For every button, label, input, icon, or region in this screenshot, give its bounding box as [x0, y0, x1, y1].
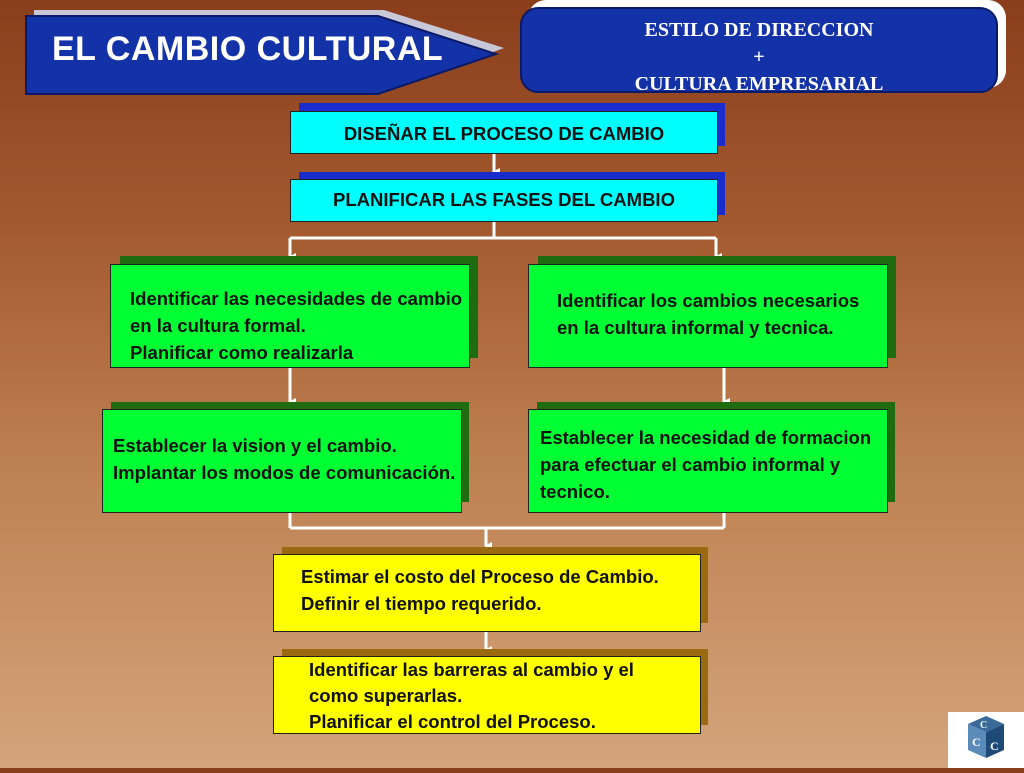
vision-box: Establecer la vision y el cambio. Implan…: [102, 409, 462, 513]
formal-culture-box: Identificar las necesidades de cambio en…: [110, 264, 470, 368]
header-line-2: +: [753, 46, 765, 68]
logo-panel: C C C: [948, 712, 1024, 768]
informal-culture-box: Identificar los cambios necesarios en la…: [528, 264, 888, 368]
training-line-2: para efectuar el cambio informal y: [540, 454, 841, 475]
informal-line-1: Identificar los cambios necesarios: [557, 290, 860, 311]
training-line-1: Establecer la necesidad de formacion: [540, 427, 872, 448]
barriers-line-2: como superarlas.: [309, 685, 463, 706]
design-step-box: DISEÑAR EL PROCESO DE CAMBIO: [290, 111, 718, 154]
training-line-3: tecnico.: [540, 481, 610, 502]
formal-line-3: Planificar como realizarla: [130, 342, 354, 363]
barriers-line-3: Planificar el control del Proceso.: [309, 711, 596, 732]
header-line-3: CULTURA EMPRESARIAL: [634, 73, 884, 95]
svg-text:C: C: [972, 735, 981, 749]
training-box: Establecer la necesidad de formacion par…: [528, 409, 888, 513]
svg-text:C: C: [980, 720, 987, 731]
header-box: ESTILO DE DIRECCION + CULTURA EMPRESARIA…: [520, 7, 998, 95]
formal-line-2: en la cultura formal.: [130, 315, 306, 336]
design-step-label: DISEÑAR EL PROCESO DE CAMBIO: [343, 123, 665, 144]
informal-line-2: en la cultura informal y tecnica.: [557, 317, 834, 338]
svg-text:C: C: [990, 739, 999, 753]
cost-line-1: Estimar el costo del Proceso de Cambio.: [301, 566, 659, 587]
barriers-box: Identificar las barreras al cambio y el …: [273, 656, 701, 734]
cc-cube-logo-icon: C C C: [968, 716, 1004, 758]
cost-line-2: Definir el tiempo requerido.: [301, 593, 542, 614]
cost-box: Estimar el costo del Proceso de Cambio. …: [273, 554, 701, 632]
plan-step-label: PLANIFICAR LAS FASES DEL CAMBIO: [333, 189, 675, 210]
vision-line-1: Establecer la vision y el cambio.: [113, 435, 397, 456]
header-line-1: ESTILO DE DIRECCION: [644, 19, 874, 41]
vision-line-2: Implantar los modos de comunicación.: [113, 462, 456, 483]
formal-line-1: Identificar las necesidades de cambio: [130, 288, 463, 309]
title-banner: [25, 10, 504, 95]
barriers-line-1: Identificar las barreras al cambio y el: [309, 659, 634, 680]
page-title: EL CAMBIO CULTURAL: [52, 30, 444, 68]
plan-step-box: PLANIFICAR LAS FASES DEL CAMBIO: [290, 179, 718, 222]
